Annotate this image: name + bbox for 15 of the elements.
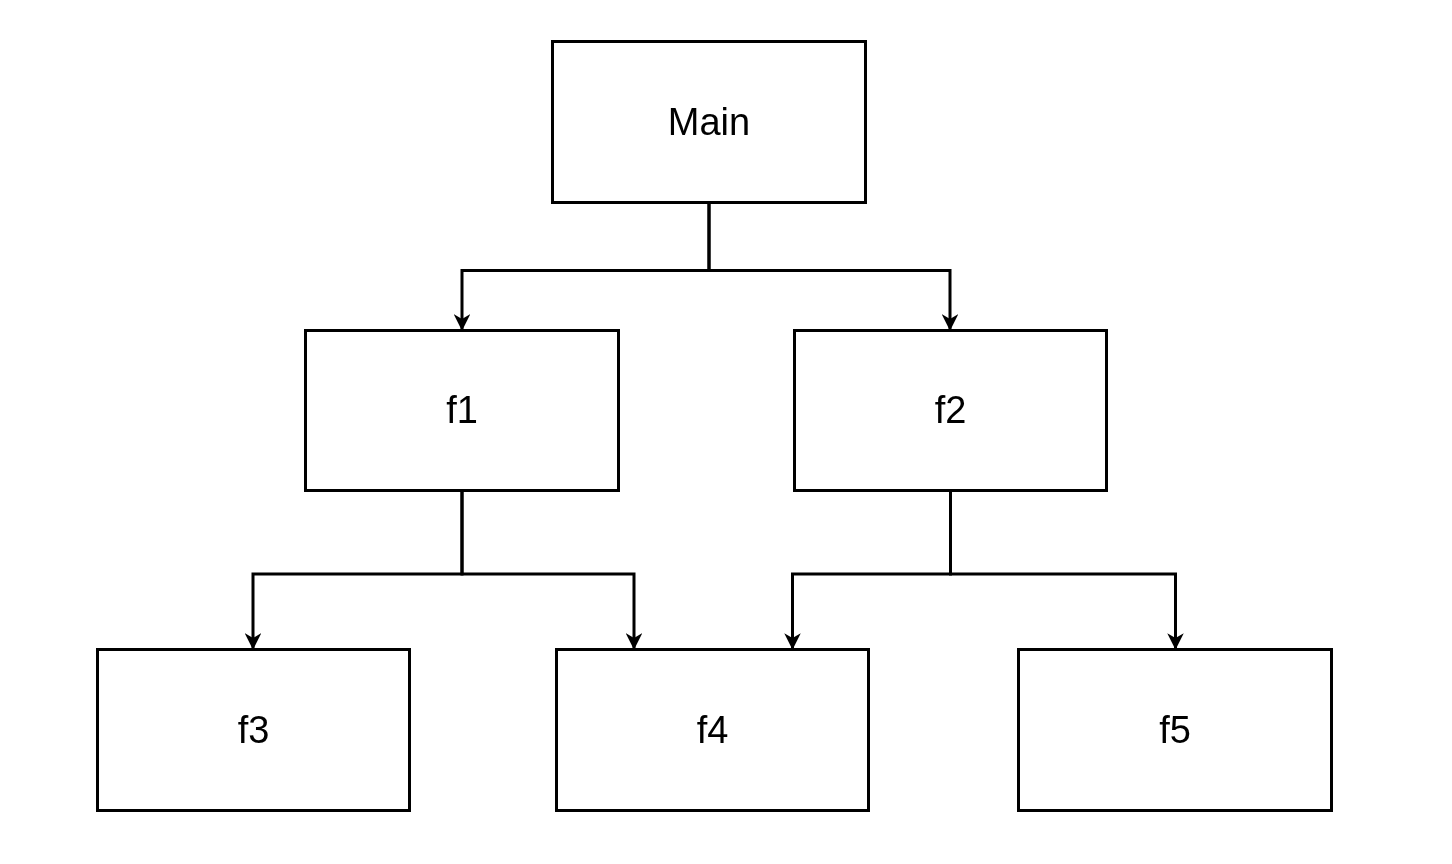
process-box — [96, 648, 411, 812]
box-label: f3 — [237, 708, 270, 752]
process-box — [551, 40, 867, 204]
box-label: f4 — [696, 708, 729, 752]
process-box — [1017, 648, 1333, 812]
box-label: Main — [667, 100, 751, 144]
process-box — [555, 648, 870, 812]
process-box — [304, 329, 620, 492]
box-label: f1 — [446, 389, 478, 432]
arrow — [707, 204, 959, 331]
box-label: f5 — [1159, 708, 1191, 752]
arrow — [460, 492, 643, 650]
process-box — [793, 329, 1108, 492]
arrow — [949, 492, 1184, 650]
box-label: f2 — [934, 389, 967, 432]
